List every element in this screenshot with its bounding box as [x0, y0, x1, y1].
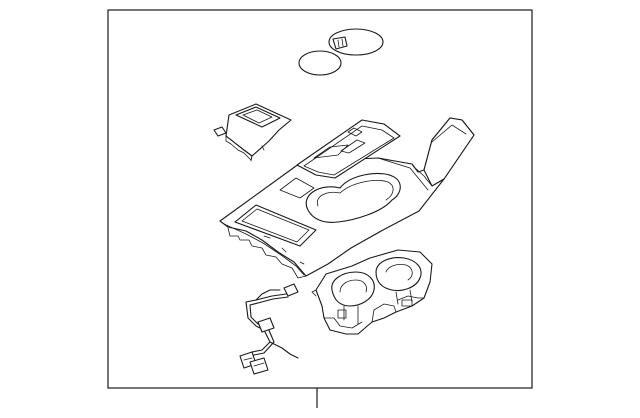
switch-module [213, 103, 292, 162]
center-console-trim-panel [219, 117, 475, 279]
diagram-frame [107, 9, 533, 389]
cup-holder-assembly [311, 249, 433, 335]
cup-holder-insert-mat [298, 28, 384, 76]
wiring-harness [239, 283, 299, 375]
